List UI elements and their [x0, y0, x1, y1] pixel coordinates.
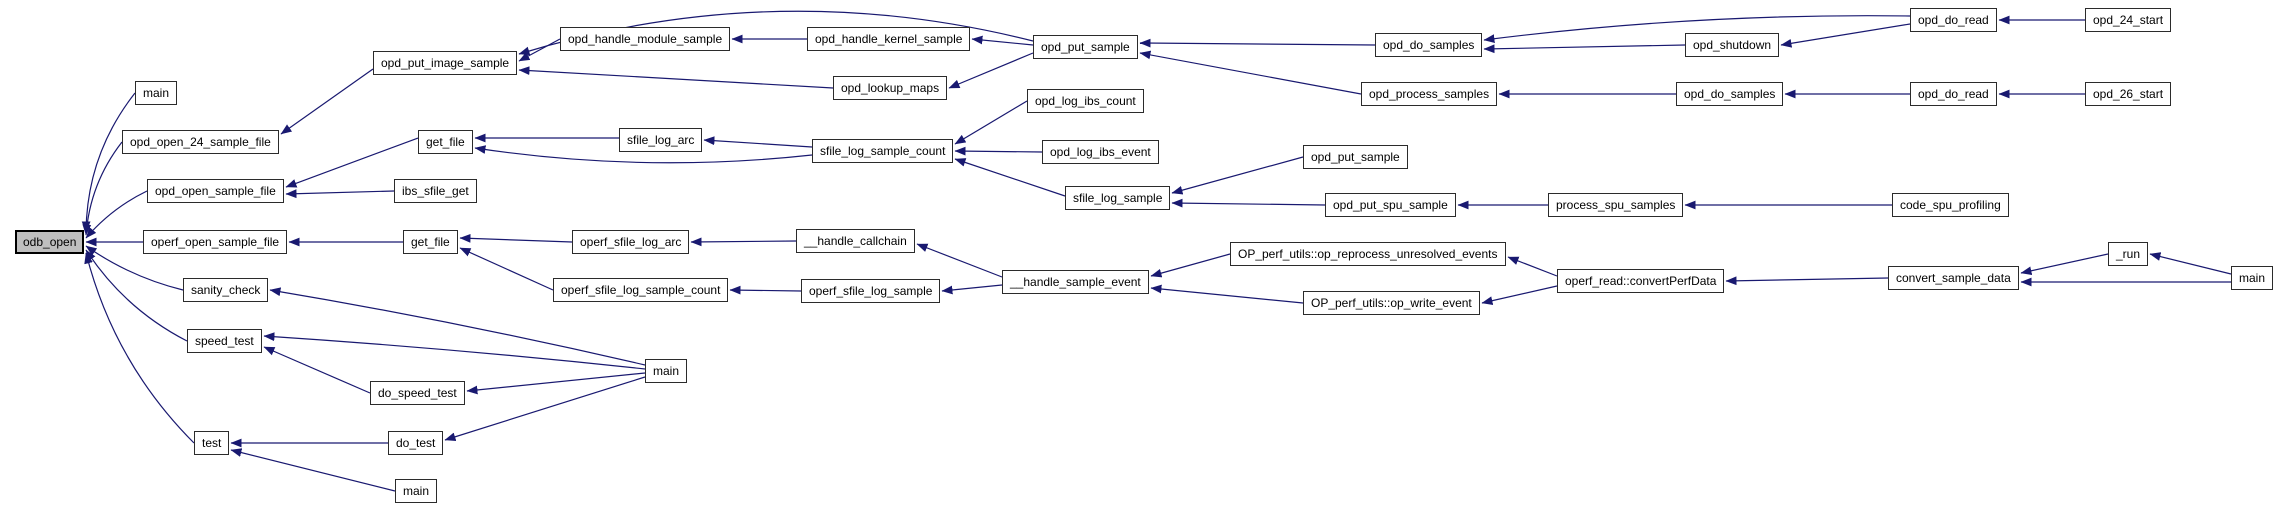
graph-node-opd_24_start[interactable]: opd_24_start	[2085, 8, 2172, 32]
call-edge-convertPerfData-to-op_reprocess	[1507, 256, 1558, 277]
graph-node-run[interactable]: _run	[2108, 242, 2149, 266]
graph-node-handle_sample_event[interactable]: __handle_sample_event	[1002, 270, 1149, 294]
call-edge-opd_log_ibs_count-to-sfile_log_sample_count	[954, 100, 1028, 145]
call-edge-opd_open_24_sample_file-to-odb_open	[82, 141, 123, 236]
call-edge-opd_lookup_maps-to-opd_put_image_sample	[518, 66, 834, 89]
graph-node-opd_put_image_sample[interactable]: opd_put_image_sample	[373, 51, 518, 75]
call-edge-handle_callchain-to-operf_sfile_log_arc	[690, 237, 797, 247]
call-edge-convertPerfData-to-op_write_event	[1481, 285, 1558, 305]
graph-node-sfile_log_arc[interactable]: sfile_log_arc	[619, 128, 703, 152]
graph-node-opd_log_ibs_event[interactable]: opd_log_ibs_event	[1042, 140, 1159, 164]
graph-node-op_write_event[interactable]: OP_perf_utils::op_write_event	[1303, 291, 1480, 315]
graph-node-opd_put_spu_sample[interactable]: opd_put_spu_sample	[1325, 193, 1456, 217]
call-edge-main2-to-run	[2149, 252, 2232, 275]
graph-node-convertPerfData[interactable]: operf_read::convertPerfData	[1557, 269, 1725, 293]
call-edge-get_file1-to-opd_open_sample_file	[285, 137, 419, 188]
graph-node-opd_do_read2[interactable]: opd_do_read	[1910, 82, 1997, 106]
graph-node-opd_26_start[interactable]: opd_26_start	[2085, 82, 2172, 106]
graph-node-do_speed_test[interactable]: do_speed_test	[370, 381, 465, 405]
graph-node-test[interactable]: test	[194, 431, 230, 455]
call-edge-main3-to-do_test	[444, 376, 646, 442]
graph-node-do_test[interactable]: do_test	[388, 431, 444, 455]
graph-node-opd_put_sample1[interactable]: opd_put_sample	[1033, 35, 1138, 59]
graph-node-sanity_check[interactable]: sanity_check	[183, 278, 269, 302]
call-edge-convert_sample_data-to-convertPerfData	[1725, 276, 1889, 286]
call-edge-main3-to-speed_test	[263, 332, 646, 370]
graph-node-operf_sfile_log_arc[interactable]: operf_sfile_log_arc	[572, 230, 690, 254]
graph-node-opd_log_ibs_count[interactable]: opd_log_ibs_count	[1027, 89, 1144, 113]
call-edge-test-to-odb_open	[84, 252, 195, 444]
graph-node-opd_put_sample2[interactable]: opd_put_sample	[1303, 145, 1408, 169]
call-edge-sfile_log_sample-to-sfile_log_sample_count	[954, 158, 1066, 197]
call-edge-op_write_event-to-handle_sample_event	[1150, 284, 1304, 304]
graph-node-code_spu_profiling[interactable]: code_spu_profiling	[1892, 193, 2009, 217]
graph-node-convert_sample_data[interactable]: convert_sample_data	[1888, 266, 2019, 290]
call-edge-speed_test-to-odb_open	[85, 249, 188, 342]
graph-node-opd_handle_kernel_sample[interactable]: opd_handle_kernel_sample	[807, 27, 971, 51]
call-edge-opd_put_sample2-to-sfile_log_sample	[1171, 156, 1304, 195]
graph-node-main4[interactable]: main	[395, 479, 438, 503]
call-edge-ibs_sfile_get-to-opd_open_sample_file	[285, 189, 395, 199]
call-edge-handle_sample_event-to-operf_sfile_log_sample	[941, 284, 1003, 295]
graph-node-opd_do_samples1[interactable]: opd_do_samples	[1375, 33, 1483, 57]
graph-node-opd_do_samples2[interactable]: opd_do_samples	[1676, 82, 1784, 106]
graph-node-get_file2[interactable]: get_file	[403, 230, 458, 254]
graph-node-main3[interactable]: main	[645, 359, 688, 383]
call-edge-opd_log_ibs_event-to-sfile_log_sample_count	[954, 146, 1043, 156]
call-edge-opd_do_samples1-to-opd_put_sample1	[1139, 38, 1376, 48]
call-edge-main4-to-test	[230, 448, 396, 492]
graph-node-handle_callchain[interactable]: __handle_callchain	[796, 229, 915, 253]
call-edge-opd_shutdown-to-opd_do_samples1	[1483, 44, 1686, 54]
graph-node-speed_test[interactable]: speed_test	[187, 329, 262, 353]
graph-node-get_file1[interactable]: get_file	[418, 130, 473, 154]
graph-node-opd_process_samples[interactable]: opd_process_samples	[1361, 82, 1498, 106]
graph-node-opd_open_24_sample_file[interactable]: opd_open_24_sample_file	[122, 130, 279, 154]
call-edge-main3-to-sanity_check	[269, 287, 646, 366]
call-edge-sanity_check-to-odb_open	[85, 245, 184, 291]
call-edge-main3-to-do_speed_test	[466, 372, 646, 395]
graph-node-operf_open_sample_file[interactable]: operf_open_sample_file	[143, 230, 288, 254]
graph-node-opd_do_read1[interactable]: opd_do_read	[1910, 8, 1997, 32]
graph-node-sfile_log_sample_count[interactable]: sfile_log_sample_count	[812, 139, 954, 163]
call-edge-opd_put_sample1-to-opd_lookup_maps	[948, 52, 1034, 89]
call-edge-opd_handle_module_sample-to-opd_put_image_sample	[518, 38, 561, 62]
call-edge-opd_open_sample_file-to-odb_open	[85, 190, 148, 239]
graph-node-opd_shutdown[interactable]: opd_shutdown	[1685, 33, 1780, 57]
graph-node-odb_open[interactable]: odb_open	[15, 230, 85, 254]
graph-node-opd_handle_module_sample[interactable]: opd_handle_module_sample	[560, 27, 731, 51]
call-edge-op_reprocess-to-handle_sample_event	[1150, 253, 1231, 278]
graph-node-opd_open_sample_file[interactable]: opd_open_sample_file	[147, 179, 284, 203]
graph-node-main2[interactable]: main	[2231, 266, 2274, 290]
graph-node-ibs_sfile_get[interactable]: ibs_sfile_get	[394, 179, 477, 203]
graph-node-sfile_log_sample[interactable]: sfile_log_sample	[1065, 186, 1171, 210]
call-edge-opd_put_image_sample-to-opd_open_24_sample_file	[280, 68, 374, 135]
graph-node-opd_lookup_maps[interactable]: opd_lookup_maps	[833, 76, 948, 100]
graph-node-op_reprocess[interactable]: OP_perf_utils::op_reprocess_unresolved_e…	[1230, 242, 1506, 266]
call-edge-opd_put_spu_sample-to-sfile_log_sample	[1171, 198, 1326, 208]
call-edge-opd_do_read1-to-opd_do_samples1	[1483, 15, 1911, 44]
graph-node-main1[interactable]: main	[135, 81, 178, 105]
call-edge-opd_do_read1-to-opd_shutdown	[1780, 23, 1911, 48]
call-edge-run-to-convert_sample_data	[2020, 253, 2109, 276]
call-edge-handle_sample_event-to-handle_callchain	[916, 243, 1003, 278]
call-edge-operf_sfile_log_arc-to-get_file2	[459, 233, 573, 243]
graph-node-process_spu_samples[interactable]: process_spu_samples	[1548, 193, 1684, 217]
call-edge-opd_process_samples-to-opd_put_sample1	[1139, 50, 1362, 95]
call-edge-main1-to-odb_open	[81, 92, 136, 233]
call-edge-sfile_log_sample_count-to-get_file1	[474, 145, 813, 164]
call-edge-operf_sfile_log_sample_count-to-get_file2	[459, 247, 554, 291]
call-edge-operf_sfile_log_sample-to-operf_sfile_log_sample_count	[729, 285, 802, 295]
call-edge-do_speed_test-to-speed_test	[263, 346, 371, 394]
graph-node-operf_sfile_log_sample_count[interactable]: operf_sfile_log_sample_count	[553, 278, 729, 302]
call-edge-opd_put_sample1-to-opd_handle_kernel_sample	[971, 35, 1034, 46]
call-edge-sfile_log_sample_count-to-sfile_log_arc	[703, 136, 813, 148]
graph-node-operf_sfile_log_sample[interactable]: operf_sfile_log_sample	[801, 279, 941, 303]
